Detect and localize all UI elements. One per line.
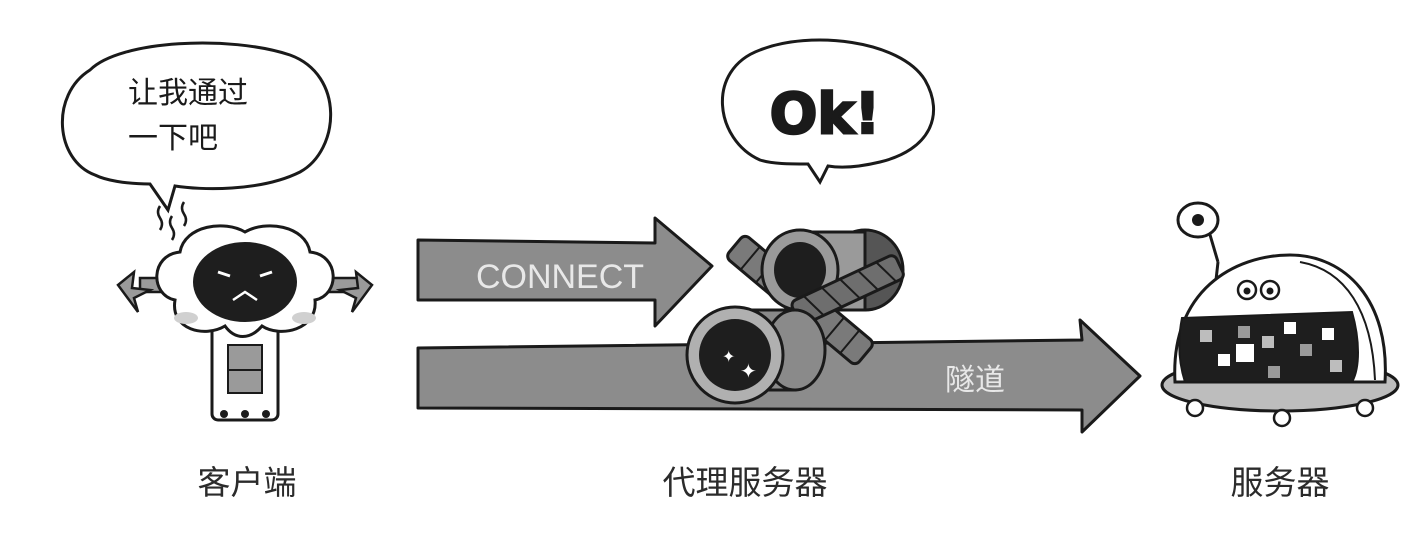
proxy-tube-front: ✦ ✦ — [685, 305, 827, 405]
client-speech-bubble: 让我通过 一下吧 — [60, 41, 333, 214]
sparkle-icon: ✦ — [722, 347, 735, 366]
proxy-server-illustration: ✦ ✦ — [685, 228, 905, 405]
server-robot-illustration — [1160, 201, 1400, 428]
client-speech-line-1: 让我通过 — [128, 76, 248, 111]
client-hand-right — [335, 269, 374, 313]
sparkle-icon: ✦ — [740, 359, 757, 383]
server-label: 服务器 — [1231, 463, 1330, 502]
client-hand-left — [116, 269, 155, 313]
client-robot-illustration — [116, 201, 374, 422]
connect-arrow: CONNECT — [416, 216, 714, 328]
tunnel-label: 隧道 — [945, 364, 1005, 397]
connect-label: CONNECT — [476, 258, 644, 296]
proxy-speech-bubble: Ok! — [721, 38, 935, 185]
stress-mark-icon — [156, 205, 164, 231]
proxy-speech-text: Ok! — [770, 82, 880, 147]
client-label: 客户端 — [198, 463, 297, 502]
proxy-server-label: 代理服务器 — [663, 463, 828, 502]
client-speech-line-2: 一下吧 — [128, 121, 218, 156]
